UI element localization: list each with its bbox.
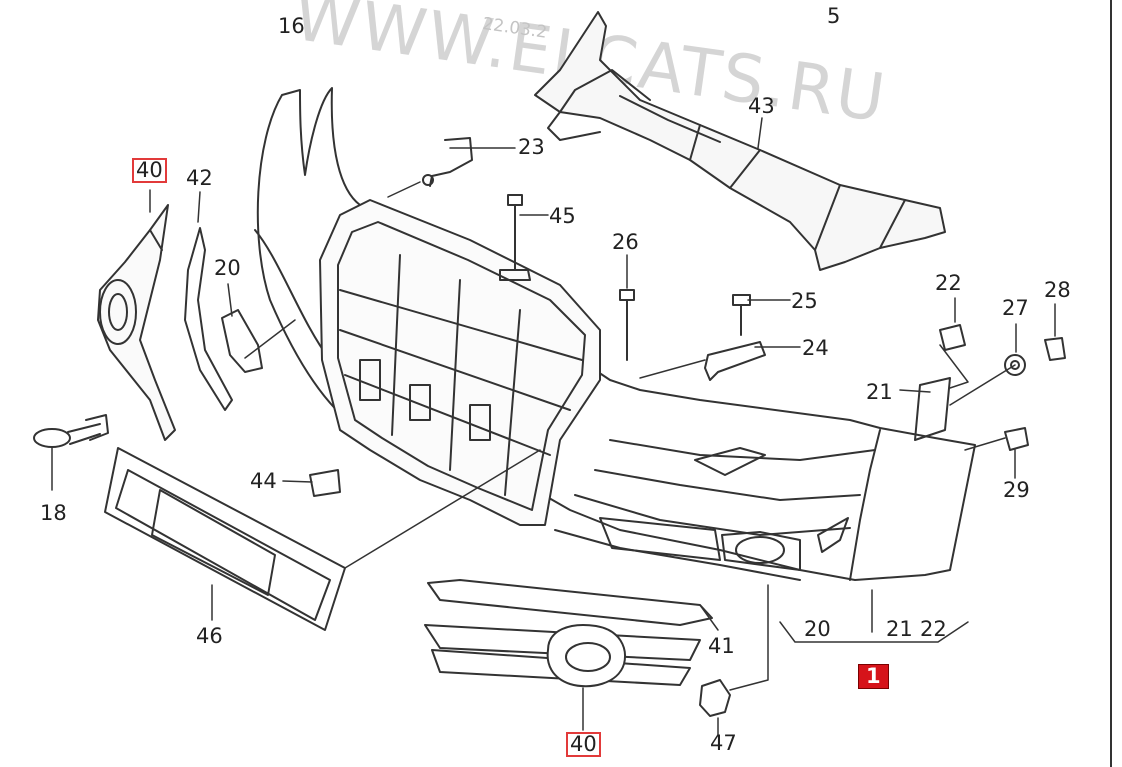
callout-47: 47 [710, 731, 737, 755]
callout-22: 22 [935, 271, 962, 295]
callout-42: 42 [186, 166, 213, 190]
callout-45: 45 [549, 204, 576, 228]
callout-46: 46 [196, 624, 223, 648]
callout-29: 29 [1003, 478, 1030, 502]
part-41-lower-grille [424, 579, 713, 688]
callout-18: 18 [40, 501, 67, 525]
part-46-plate-holder [104, 447, 346, 631]
callout-22-group: 22 [920, 617, 947, 641]
callout-40-highlighted: 40 [132, 158, 167, 183]
callout-28: 28 [1044, 278, 1071, 302]
callout-20: 20 [214, 256, 241, 280]
part-43-carrier [534, 11, 946, 271]
part-20-cap [221, 309, 263, 373]
callout-44: 44 [250, 469, 277, 493]
grille [319, 199, 601, 526]
small-fasteners [309, 137, 1066, 717]
callout-25: 25 [791, 289, 818, 313]
callout-5: 5 [827, 4, 841, 28]
callout-41: 41 [708, 634, 735, 658]
callout-24: 24 [802, 336, 829, 360]
callout-40-highlighted-lower: 40 [566, 732, 601, 757]
callout-43: 43 [748, 94, 775, 118]
callout-16: 16 [278, 14, 305, 38]
callout-20-group: 20 [804, 617, 831, 641]
leader-lines [51, 117, 1056, 736]
frame-edge [1110, 0, 1112, 767]
callout-21-group: 21 [886, 617, 913, 641]
callout-26: 26 [612, 230, 639, 254]
part-42-strip [184, 227, 233, 411]
callout-23: 23 [518, 135, 545, 159]
part-18-tow-eye [33, 414, 109, 448]
callout-27: 27 [1002, 296, 1029, 320]
part-40-bracket-left [97, 204, 176, 441]
callout-1-assembly-badge: 1 [858, 664, 889, 689]
callout-21: 21 [866, 380, 893, 404]
